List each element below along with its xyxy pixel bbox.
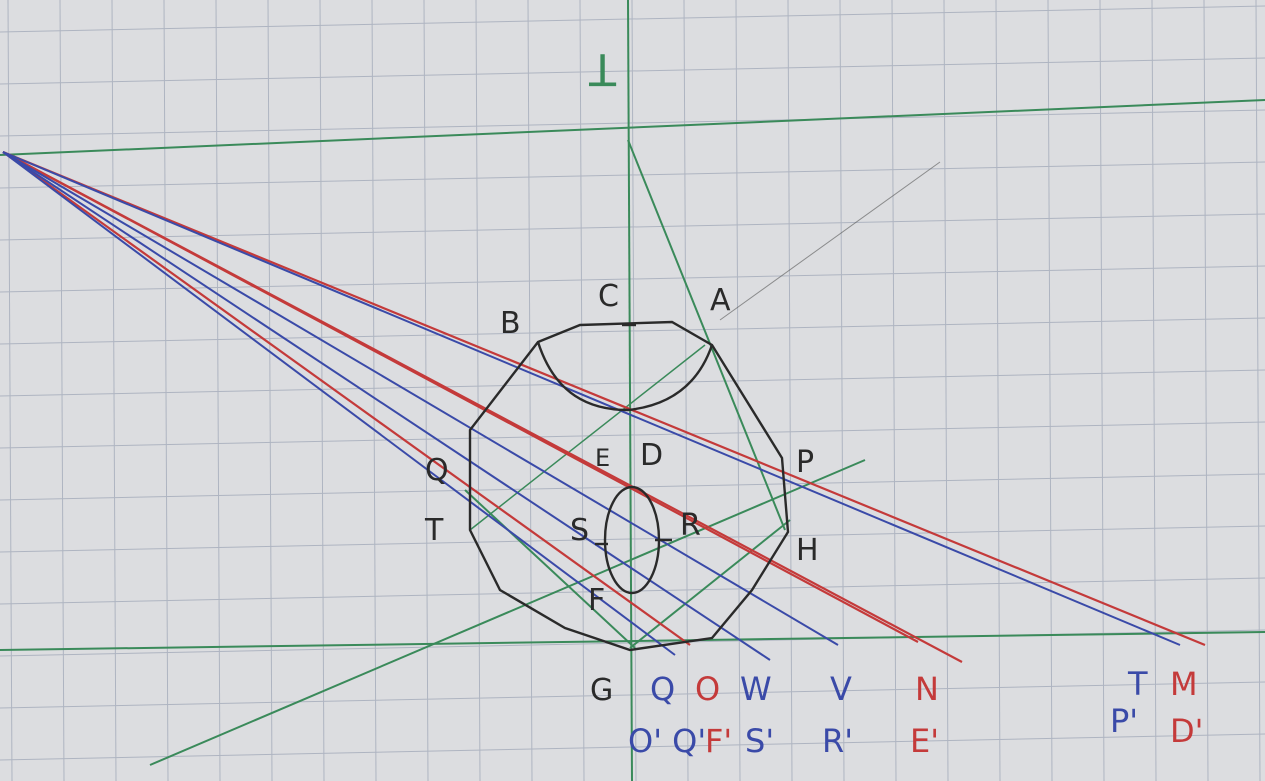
blue-rays: [2, 151, 1181, 661]
red-ray-m: [2, 150, 1206, 647]
grid-vertical-line: [891, 0, 897, 781]
grid-horizontal-line: [0, 213, 1265, 241]
label-bottom-oq-prime: O' Q': [628, 722, 706, 760]
grid-horizontal-line: [0, 5, 1265, 33]
label-bottom-s-prime: S': [745, 722, 774, 760]
label-f: F: [588, 583, 605, 618]
blue-ray-w: [2, 151, 771, 661]
red-ray-o: [2, 151, 691, 646]
red-rays: [2, 150, 1206, 663]
bottom-labels-row1: Q O W V N T M: [650, 665, 1198, 708]
label-d: D: [640, 438, 663, 473]
grid-vertical-line: [371, 0, 377, 781]
label-s: S: [570, 513, 589, 548]
grid-vertical-line: [423, 0, 429, 781]
grid-horizontal-line: [0, 57, 1265, 85]
label-bottom-o: O: [695, 670, 720, 708]
grid-horizontal-line: [0, 109, 1265, 137]
grid-vertical-line: [735, 0, 741, 781]
label-p: P: [796, 445, 814, 480]
label-bottom-n: N: [915, 670, 939, 708]
point-labels: T C A B D E P Q R S T F H G: [424, 43, 819, 708]
label-bottom-q: Q: [650, 670, 675, 708]
grid-vertical-line: [1099, 0, 1105, 781]
green-horizontal-top: [0, 99, 1265, 156]
blue-ray-v: [2, 151, 839, 646]
grid-horizontal-line: [0, 161, 1265, 189]
grid-vertical-line: [163, 0, 169, 781]
grid-vertical-line: [943, 0, 949, 781]
grid-horizontal-line: [0, 317, 1265, 345]
label-bottom-f-prime: F': [705, 722, 732, 760]
green-line-a-to-f: [469, 344, 706, 531]
bottom-labels-row2: O' Q' F' S' R' E' P' D': [628, 702, 1203, 760]
grid-vertical-line: [111, 0, 117, 781]
label-a: A: [710, 283, 731, 318]
label-h: H: [796, 533, 819, 568]
label-r: R: [680, 508, 701, 543]
grid-horizontal-line: [0, 525, 1265, 553]
green-line-top-to-h: [627, 139, 786, 531]
label-bottom-d-prime: D': [1170, 712, 1203, 750]
grid-vertical-line: [1203, 0, 1209, 781]
label-bottom-r-prime: R': [822, 722, 853, 760]
grid-vertical-line: [527, 0, 533, 781]
label-b: B: [500, 306, 521, 341]
label-c: C: [598, 279, 619, 314]
label-bottom-e-prime: E': [910, 722, 939, 760]
grid-vertical-line: [59, 0, 65, 781]
grid-horizontal-line: [0, 421, 1265, 449]
label-t: T: [424, 513, 444, 548]
grid-horizontal-line: [0, 265, 1265, 293]
grid-vertical-line: [1151, 0, 1157, 781]
blue-ray-t: [2, 151, 1181, 646]
green-diagonal-long: [149, 459, 866, 766]
grid-vertical-line: [683, 0, 689, 781]
grid-vertical-line: [1047, 0, 1053, 781]
top-lens-shape: [536, 341, 714, 412]
label-g: G: [590, 673, 613, 708]
grid-vertical-line: [787, 0, 793, 781]
red-ray-e: [2, 151, 919, 643]
pencil-diagonal-faint: [719, 161, 941, 321]
green-line-bottom-to-h: [629, 519, 791, 649]
label-bottom-v: V: [830, 670, 852, 708]
grid-vertical-line: [1255, 0, 1261, 781]
grid-horizontal-line: [0, 369, 1265, 397]
label-bottom-t: T: [1127, 665, 1148, 703]
label-bottom-m: M: [1170, 665, 1198, 703]
label-bottom-p-prime: P': [1110, 702, 1138, 740]
label-bottom-w: W: [740, 670, 772, 708]
outer-polygon: [468, 320, 790, 652]
grid-vertical-line: [475, 0, 481, 781]
pencil-shapes: [468, 320, 790, 652]
label-q: Q: [425, 453, 449, 488]
label-top-green: T: [589, 43, 617, 94]
grid-vertical-line: [631, 0, 637, 781]
grid-vertical-line: [995, 0, 1001, 781]
label-e: E: [595, 444, 610, 472]
grid-vertical-line: [839, 0, 845, 781]
green-horizontal-ground: [0, 631, 1265, 651]
green-line-q-to-bottom: [464, 489, 636, 649]
grid-vertical-line: [215, 0, 221, 781]
blue-ray-q: [2, 151, 676, 656]
